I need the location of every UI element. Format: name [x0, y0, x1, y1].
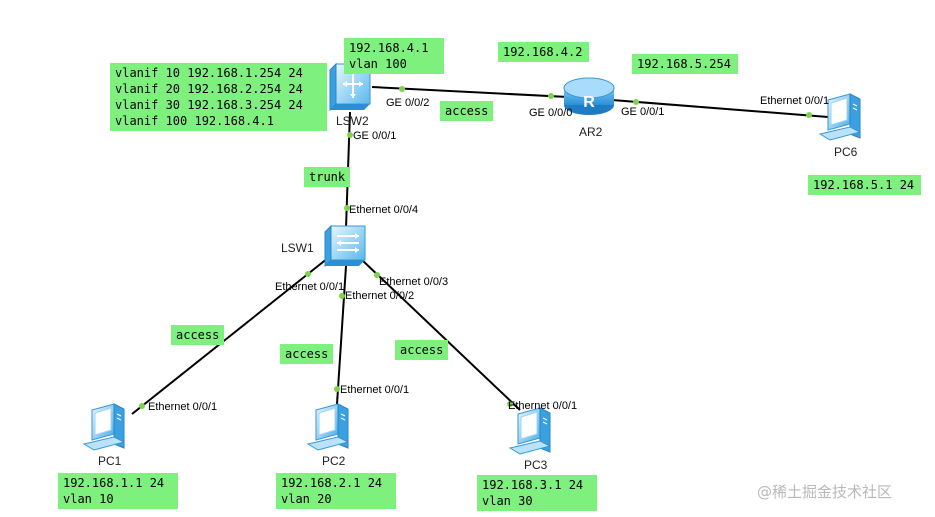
link-mode-lsw2-ar2: access: [440, 101, 494, 121]
port-label-ar2-ge000: GE 0/0/0: [529, 107, 573, 119]
router-icon[interactable]: R: [563, 77, 615, 115]
link-mode-lsw1-pc1: access: [171, 325, 225, 345]
ar2-ge001-address-note: 192.168.5.254: [632, 54, 738, 74]
link-mode-lsw1-pc3: access: [395, 340, 449, 360]
pc-icon[interactable]: [509, 407, 551, 455]
port-dot: [548, 93, 554, 99]
port-label-pc6-eth: Ethernet 0/0/1: [760, 95, 830, 107]
port-label-pc3-eth: Ethernet 0/0/1: [508, 400, 578, 412]
link-mode-lsw2-lsw1: trunk: [304, 167, 351, 187]
device-name-ar2: AR2: [579, 125, 603, 139]
port-label-lsw1-eth4: Ethernet 0/0/4: [349, 204, 419, 216]
port-dot: [344, 205, 350, 211]
port-dot: [339, 293, 345, 299]
pc1-address-note: 192.168.1.1 24 vlan 10: [58, 473, 178, 509]
svg-text:R: R: [583, 94, 595, 111]
port-dot: [507, 401, 513, 407]
lsw2-address-note: 192.168.4.1 vlan 100: [344, 38, 444, 74]
port-dot: [305, 271, 311, 277]
port-label-pc2-eth: Ethernet 0/0/1: [340, 384, 410, 396]
port-label-lsw2-ge001: GE 0/0/1: [353, 130, 397, 142]
pc-icon[interactable]: [307, 403, 349, 451]
watermark: @稀土掘金技术社区: [757, 483, 893, 501]
port-dot: [334, 386, 340, 392]
port-label-ar2-ge001: GE 0/0/1: [621, 106, 665, 118]
pc2-address-note: 192.168.2.1 24 vlan 20: [276, 473, 396, 509]
port-label-lsw1-eth3: Ethernet 0/0/3: [379, 276, 449, 288]
port-label-lsw1-eth1: Ethernet 0/0/1: [275, 281, 345, 293]
pc6-address-note: 192.168.5.1 24: [808, 175, 921, 195]
port-dots: [139, 86, 812, 409]
layer3-switch-icon[interactable]: [329, 62, 371, 112]
link-ar2-pc6: [611, 99, 829, 118]
port-dot: [399, 86, 405, 92]
link-lsw1-pc2: [336, 265, 347, 405]
port-dot: [806, 112, 812, 118]
device-name-pc1: PC1: [98, 454, 122, 468]
links: [131, 86, 829, 415]
ar2-ge000-address-note: 192.168.4.2: [498, 42, 589, 62]
link-lsw1-pc1: [131, 257, 329, 415]
pc3-address-note: 192.168.3.1 24 vlan 30: [477, 475, 597, 511]
lsw2-vlanif-note: vlanif 10 192.168.1.254 24 vlanif 20 192…: [110, 63, 327, 131]
port-dot: [139, 403, 145, 409]
device-name-pc2: PC2: [322, 454, 346, 468]
port-dot: [347, 132, 353, 138]
port-label-lsw2-ge002: GE 0/0/2: [386, 97, 430, 109]
port-label-lsw1-eth2: Ethernet 0/0/2: [345, 290, 415, 302]
port-label-pc1-eth: Ethernet 0/0/1: [148, 401, 218, 413]
switch-icon[interactable]: [324, 224, 366, 268]
port-dot: [633, 99, 639, 105]
device-name-lsw1: LSW1: [281, 241, 314, 255]
link-mode-lsw1-pc2: access: [280, 344, 334, 364]
device-name-lsw2: LSW2: [336, 114, 369, 128]
pc-icon[interactable]: [83, 403, 125, 451]
link-lsw1-pc3: [361, 259, 521, 411]
device-name-pc3: PC3: [524, 458, 548, 472]
port-dot: [374, 272, 380, 278]
device-name-pc6: PC6: [834, 145, 858, 159]
